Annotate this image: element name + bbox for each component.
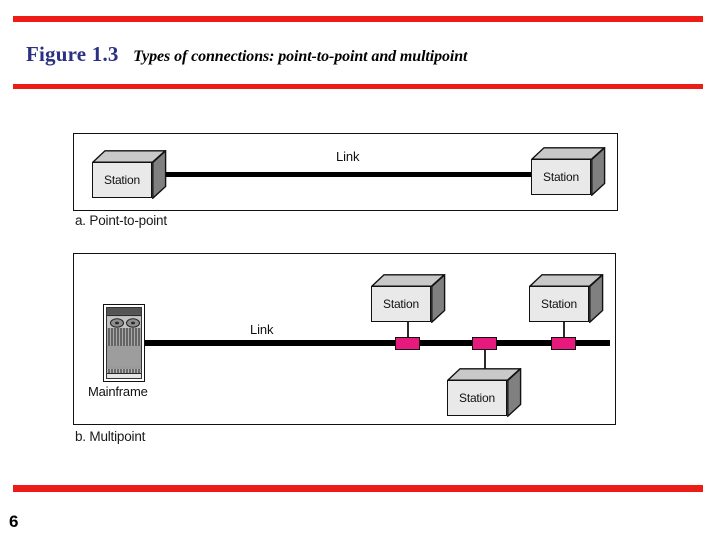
station-front-face: Station (92, 162, 152, 198)
station-label: Station (104, 173, 140, 187)
link-label-multipoint: Link (250, 322, 274, 337)
station-label: Station (383, 297, 419, 311)
mainframe-tape-reels (107, 315, 141, 329)
station-front-face: Station (371, 286, 431, 322)
mainframe-label: Mainframe (88, 384, 148, 399)
station-node[interactable]: Station (371, 274, 446, 323)
header-rule-bottom (13, 84, 703, 89)
station-front-face: Station (529, 286, 589, 322)
link-line-point-to-point (158, 172, 538, 177)
station-node[interactable]: Station (447, 368, 522, 417)
station-side-face (431, 274, 446, 323)
mainframe-base (107, 373, 141, 378)
tap-connector[interactable] (551, 337, 576, 350)
link-line-multipoint (145, 340, 610, 346)
drop-line-station-top-1 (407, 320, 409, 342)
page-title: Figure 1.3 Types of connections: point-t… (26, 42, 468, 67)
figure-caption: Types of connections: point-to-point and… (133, 48, 468, 65)
tap-connector[interactable] (472, 337, 497, 350)
panel-caption-multipoint: b. Multipoint (75, 429, 146, 444)
station-node[interactable]: Station (531, 147, 606, 196)
link-label-point-to-point: Link (336, 149, 360, 164)
station-side-face (152, 150, 167, 199)
station-label: Station (541, 297, 577, 311)
tap-connector[interactable] (395, 337, 420, 350)
station-side-face (507, 368, 522, 417)
station-side-face (591, 147, 606, 196)
station-node[interactable]: Station (92, 150, 167, 199)
footer-rule (13, 485, 703, 492)
mainframe-lights-row (107, 308, 141, 321)
station-node[interactable]: Station (529, 274, 604, 323)
panel-multipoint (73, 253, 616, 425)
mainframe-drive-bank-upper (107, 328, 141, 346)
station-front-face: Station (531, 159, 591, 195)
mainframe-panel (106, 307, 142, 379)
station-front-face: Station (447, 380, 507, 416)
panel-caption-point-to-point: a. Point-to-point (75, 213, 167, 228)
station-label: Station (543, 170, 579, 184)
station-side-face (589, 274, 604, 323)
station-label: Station (459, 391, 495, 405)
drop-line-station-top-2 (563, 320, 565, 342)
mainframe-node[interactable] (103, 304, 145, 382)
page-number: 6 (9, 512, 19, 531)
drop-line-station-bottom-1 (484, 344, 486, 370)
figure-number: Figure 1.3 (26, 42, 119, 66)
mainframe-body-panel (107, 346, 141, 366)
header-rule-top (13, 16, 703, 22)
